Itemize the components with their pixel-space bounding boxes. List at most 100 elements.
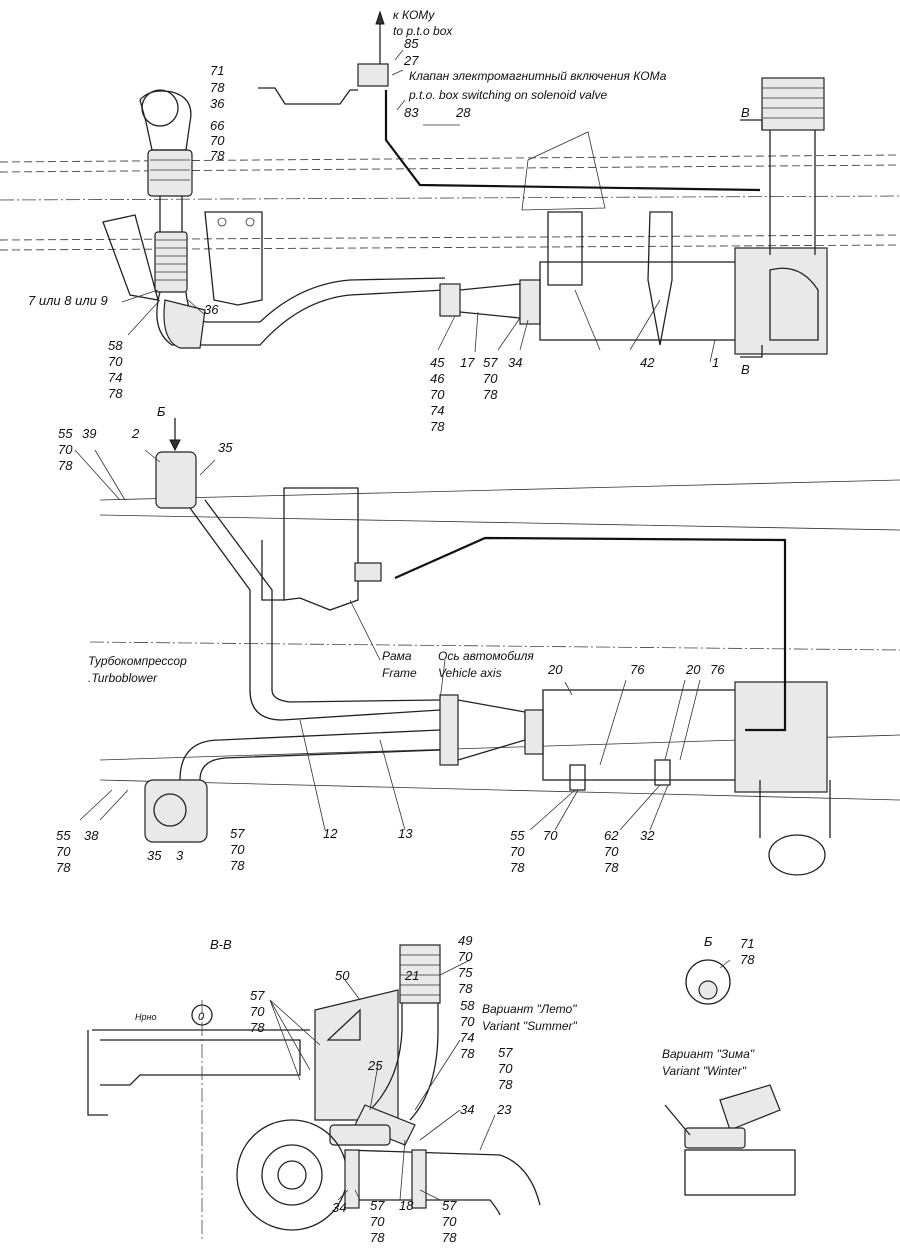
section-bb-title: В-В <box>210 937 232 952</box>
callout: 27 <box>403 53 419 68</box>
callout: 70 <box>108 354 123 369</box>
callout: 35 <box>147 848 162 863</box>
callout: 78 <box>56 860 71 875</box>
top-view <box>0 10 900 363</box>
reference-zero: 0 <box>198 1011 205 1023</box>
callout: 57 <box>498 1045 513 1060</box>
to-pto-caption-ru: к КОМу <box>393 8 435 22</box>
callout: 70 <box>458 949 473 964</box>
callout: 7 или 8 или 9 <box>28 293 108 308</box>
callout: 32 <box>640 828 655 843</box>
callout: 70 <box>510 844 525 859</box>
callout: 78 <box>210 80 225 95</box>
callout: 66 <box>210 118 225 133</box>
callout: 28 <box>455 105 471 120</box>
callout: 35 <box>218 440 233 455</box>
callout: 70 <box>370 1214 385 1229</box>
callout: 34 <box>460 1102 474 1117</box>
callout: 23 <box>496 1102 512 1117</box>
callout: 36 <box>204 302 219 317</box>
callout: 70 <box>56 844 71 859</box>
callout: 57 <box>442 1198 457 1213</box>
callout: 42 <box>640 355 655 370</box>
callout: 58 <box>108 338 123 353</box>
callout: 78 <box>460 1046 475 1061</box>
to-pto-caption-en: to p.t.o box <box>393 24 453 38</box>
axis-caption-en: Vehicle axis <box>438 666 502 680</box>
callout: 57 <box>250 988 265 1003</box>
section-mark-top: В <box>741 105 750 120</box>
small-section-label: Нрно <box>135 1012 156 1022</box>
frame-caption-ru: Рама <box>382 649 412 663</box>
frame-caption-en: Frame <box>382 666 417 680</box>
callout: 78 <box>210 148 225 163</box>
callout: 70 <box>543 828 558 843</box>
callout: 70 <box>604 844 619 859</box>
winter-caption-ru: Вариант "Зима" <box>662 1047 755 1061</box>
turbo-caption-en: .Turboblower <box>88 671 158 685</box>
callout: 78 <box>442 1230 457 1245</box>
callout: 74 <box>108 370 122 385</box>
callout: 25 <box>367 1058 383 1073</box>
callout: 45 <box>430 355 445 370</box>
callout: 85 <box>404 36 419 51</box>
callout: 13 <box>398 826 413 841</box>
callout: 78 <box>483 387 498 402</box>
callout: 62 <box>604 828 619 843</box>
callout: 78 <box>740 952 755 967</box>
callout: 58 <box>460 998 475 1013</box>
callout: 50 <box>335 968 350 983</box>
callout: 39 <box>82 426 96 441</box>
callout: 76 <box>710 662 725 677</box>
callout: 36 <box>210 96 225 111</box>
callout: 57 <box>483 355 498 370</box>
summer-caption-ru: Вариант "Лето" <box>482 1002 577 1016</box>
callout: 83 <box>404 105 419 120</box>
callout: 78 <box>604 860 619 875</box>
callout: 17 <box>460 355 475 370</box>
callout: 71 <box>740 936 754 951</box>
summer-caption-en: Variant "Summer" <box>482 1019 578 1033</box>
callout: 78 <box>58 458 73 473</box>
section-bb-view <box>87 944 796 1240</box>
callout: 34 <box>508 355 522 370</box>
axis-caption-ru: Ось автомобиля <box>438 649 534 663</box>
callout: 75 <box>458 965 473 980</box>
callout: 70 <box>442 1214 457 1229</box>
callout: 74 <box>430 403 444 418</box>
callout: 55 <box>56 828 71 843</box>
callout: 70 <box>460 1014 475 1029</box>
callout: 2 <box>131 426 140 441</box>
callout: 70 <box>230 842 245 857</box>
callout: 20 <box>547 662 563 677</box>
turbo-caption-ru: Турбокомпрессор <box>88 654 187 668</box>
callout: 78 <box>510 860 525 875</box>
valve-caption-en: p.t.o. box switching on solenoid valve <box>408 88 607 102</box>
view-b-marker: Б <box>704 934 713 949</box>
callout: 78 <box>458 981 473 996</box>
callout: 12 <box>323 826 338 841</box>
callout: 3 <box>176 848 184 863</box>
callout: 55 <box>58 426 73 441</box>
callout: 21 <box>404 968 419 983</box>
callout: 57 <box>230 826 245 841</box>
callout: 78 <box>430 419 445 434</box>
view-b-marker-top: Б <box>157 404 166 419</box>
callout: 78 <box>370 1230 385 1245</box>
valve-caption-ru: Клапан электромагнитный включения КОМа <box>409 69 667 83</box>
callout: 70 <box>58 442 73 457</box>
callout: 70 <box>210 133 225 148</box>
callout: 1 <box>712 355 719 370</box>
callout: 18 <box>399 1198 414 1213</box>
callout: 34 <box>332 1200 346 1215</box>
callout: 46 <box>430 371 445 386</box>
callout: 78 <box>250 1020 265 1035</box>
callout: 57 <box>370 1198 385 1213</box>
callout: 78 <box>498 1077 513 1092</box>
callout: 71 <box>210 63 224 78</box>
callout: 70 <box>430 387 445 402</box>
callout: 74 <box>460 1030 474 1045</box>
callout: 70 <box>483 371 498 386</box>
section-mark-bottom: В <box>741 362 750 377</box>
